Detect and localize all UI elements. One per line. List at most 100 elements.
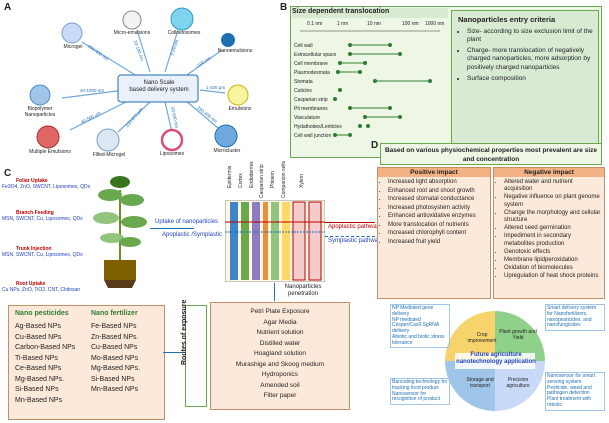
pesticide-item: Ti-Based NPs xyxy=(15,354,58,362)
negative-item: Change the morphology and cellular struc… xyxy=(504,210,602,224)
uptake-trunk: Trunk Injection MSN, SWCNT, Cu, Liposome… xyxy=(2,246,83,258)
entry-criteria-title: Nanoparticles entry criteria xyxy=(458,15,556,24)
apoplastic-label: Apoplastic pathway xyxy=(328,224,380,230)
notes-crop: NP Mediated gene delivery NP mediated Cr… xyxy=(390,304,450,349)
uptake-root: Root Uptake Cu NPs, ZnO, TiO2, CNT, Chit… xyxy=(2,281,81,293)
penetration-arrow xyxy=(274,283,275,301)
label-colloidosomes: Colloidosomes xyxy=(167,30,201,36)
criteria-item: Surface composition xyxy=(467,75,594,83)
negative-item: Genotoxic effects xyxy=(504,249,602,256)
criteria-item: Charge- more translocation of negatively… xyxy=(467,47,594,71)
label-microcluster: Microcluster xyxy=(213,148,241,154)
size-biopolymer: 40-1000 nm xyxy=(80,88,105,93)
route-item: Nutrient solution xyxy=(256,329,304,336)
row-label: Stomata xyxy=(294,79,313,85)
row-label: Cell wall xyxy=(294,43,313,49)
uptake-branch: Branch Feeding MSN, SWCNT, Cu, Liposomes… xyxy=(2,210,83,222)
symplastic-arrow xyxy=(325,236,375,237)
label-microgel: Microgel xyxy=(63,44,83,50)
plant-illustration xyxy=(93,176,147,288)
pesticide-item: Si-Based NPs xyxy=(15,386,59,393)
uptake-label: Uptake of nanoparticles xyxy=(155,219,219,225)
center-label: Nano Scale based delivery system xyxy=(129,80,189,94)
positive-impact-box: Positive impact Increased light absorpti… xyxy=(377,167,491,299)
row-label: Plasmodesmata xyxy=(294,70,330,76)
filled-microgel-icon xyxy=(96,128,120,152)
to-routes-arrow xyxy=(163,352,183,353)
negative-title: Negative impact xyxy=(494,168,604,177)
note-item: Barcoding technology for tracking food p… xyxy=(392,379,448,391)
positive-item: Increased fruit yield xyxy=(388,239,488,247)
tissue-label: Xylem xyxy=(299,174,305,188)
fertilizer-item: Zn-Based NPs. xyxy=(91,333,139,341)
routes-label: Routes of exposure xyxy=(181,299,188,365)
positive-item: Increased stomatal conductance xyxy=(388,196,488,204)
label-multiple-emulsions: Multiple Emulsions xyxy=(29,149,71,155)
fertilizer-item: Mg-Based NPs. xyxy=(91,365,141,372)
note-item: Abiotic and biotic stress tolerance xyxy=(392,333,445,346)
colloidosome-icon xyxy=(170,7,194,31)
panel-letter-c: C xyxy=(4,168,12,179)
scale-tick: 1 nm xyxy=(337,21,349,27)
size-translocation-title: Size dependent translocation xyxy=(292,8,448,18)
tissue-label: Companion cells xyxy=(281,161,287,198)
quadrant-crop: Crop improvement xyxy=(467,332,497,344)
size-emulsions: 1-100 μm xyxy=(206,85,226,90)
pesticide-item: Carbon-Based NPs xyxy=(15,344,76,351)
tissue-label: Phloem xyxy=(270,171,276,188)
note-item: Nanosensor for recognition of product xyxy=(392,390,441,403)
positive-item: More translocation of nutrients xyxy=(388,222,488,230)
fertilizer-list: Fe-Based NPs Zn-Based NPs. Cu-Based NPs … xyxy=(91,322,140,396)
criteria-item: Size- according to size exclusion limit … xyxy=(467,28,594,44)
fertilizer-item: Cu-Based NPs xyxy=(91,344,138,351)
scale-tick: 0.1 nm xyxy=(307,21,323,27)
fertilizer-item: Fe-Based NPs xyxy=(91,323,137,330)
label-biopolymer: Biopolymer Nanoparticles xyxy=(24,106,56,118)
pesticide-item: Mg-Based NPs. xyxy=(15,375,65,383)
note-item: Plant treatment with robotic xyxy=(547,396,592,408)
note-item: NP mediated Crisper/Cas9 SgRNA delivery xyxy=(392,316,439,334)
note-item: Smart delivery system for Nanofertilizer… xyxy=(547,305,597,329)
routes-box: Petri Plate Exposure Agar Media Nutrient… xyxy=(210,302,350,410)
uptake-arrow xyxy=(150,228,194,229)
route-item: Distilled water xyxy=(259,339,301,347)
tissue-diagram xyxy=(225,200,325,282)
microcluster-icon xyxy=(214,124,238,148)
panel-letter-b: B xyxy=(280,2,288,13)
nanoemulsion-icon xyxy=(221,33,235,47)
penetration-label: Nanoparticles penetration xyxy=(284,284,322,298)
tissue-label: Casparian strip xyxy=(259,164,265,198)
positive-item: Increased chlorophyll content xyxy=(388,230,488,238)
row-label: Cell wall junction xyxy=(294,133,332,139)
multiple-emulsion-icon xyxy=(36,125,60,149)
panel-a-diagram xyxy=(29,7,249,152)
route-item: Hydroponics xyxy=(261,371,299,378)
route-item: Filter paper xyxy=(263,392,297,399)
apoplastic-arrow xyxy=(325,222,375,223)
row-label: Cuticles xyxy=(294,88,312,94)
entry-criteria-box: Nanoparticles entry criteria Size- accor… xyxy=(451,10,599,154)
fertilizer-item: Si-Based NPs xyxy=(91,375,135,383)
route-item: Petri Plate Exposure xyxy=(250,308,310,315)
liposome-icon xyxy=(160,128,184,152)
label-emulsions: Emulsions xyxy=(228,106,252,112)
positive-item: Increased light absorption xyxy=(388,179,488,187)
panel-letter-d: D xyxy=(371,140,379,151)
apo-sym-label: Apoplastic /Symplastic xyxy=(162,232,223,238)
pesticides-title: Nano pesticides xyxy=(15,310,69,317)
fertilizer-item: Mo-Based NPs xyxy=(91,354,139,362)
microgel-icon xyxy=(61,22,83,44)
route-item: Hoagland solution xyxy=(253,350,307,357)
label-liposomes: Liposomes xyxy=(159,151,185,157)
row-label: Pit membranes xyxy=(294,106,328,112)
positive-title: Positive impact xyxy=(378,168,490,177)
route-item: Amended soil xyxy=(260,381,300,389)
positive-item: Increased photosystem activity xyxy=(388,205,488,213)
negative-item: Impediment in secondary metabolites prod… xyxy=(504,233,602,247)
emulsion-icon xyxy=(227,84,249,106)
notes-precision: Nanosensor for smart sensing system Pest… xyxy=(545,372,605,411)
future-center-label: Future agriculture nanotechnology applic… xyxy=(456,352,536,365)
negative-item: Membrane lipidperoxidation xyxy=(504,257,602,264)
positive-item: Enhanced root and shoot growth xyxy=(388,188,488,196)
negative-item: Oxidation of biomolecules xyxy=(504,265,602,272)
